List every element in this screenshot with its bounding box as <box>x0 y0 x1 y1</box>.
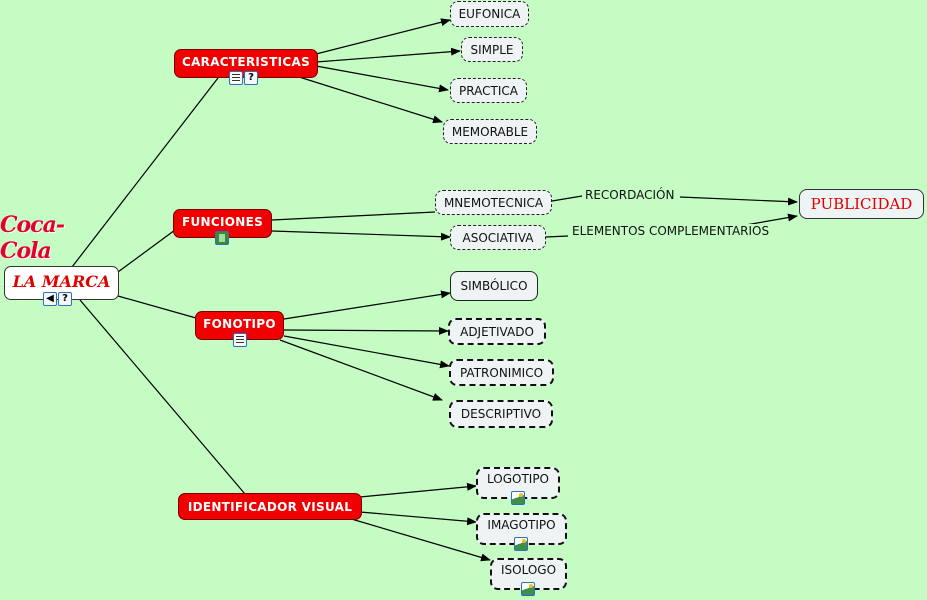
leaf-memorable[interactable]: MEMORABLE <box>443 119 537 144</box>
help-icon[interactable]: ? <box>244 71 258 85</box>
branch-label: FUNCIONES <box>181 214 264 229</box>
branch-label: IDENTIFICADOR VISUAL <box>187 499 353 514</box>
image-icon[interactable] <box>511 491 525 505</box>
leaf-label: MEMORABLE <box>451 124 529 139</box>
leaf-label: LOGOTIPO <box>487 472 549 486</box>
help-icon[interactable]: ? <box>58 292 72 306</box>
document-icon[interactable] <box>233 333 247 347</box>
publicidad-label: PUBLICIDAD <box>810 195 913 213</box>
leaf-mnemotecnica[interactable]: MNEMOTECNICA <box>435 190 552 215</box>
leaf-label: ISOLOGO <box>500 563 557 577</box>
leaf-label: DESCRIPTIVO <box>460 407 542 421</box>
leaf-label: MNEMOTECNICA <box>443 195 544 210</box>
leaf-simbolico[interactable]: SIMBÓLICO <box>450 271 538 301</box>
leaf-label: PATRONIMICO <box>459 365 544 380</box>
link-label-recordacion: RECORDACIÓN <box>583 188 677 202</box>
funciones-icons <box>215 231 229 245</box>
node-publicidad[interactable]: PUBLICIDAD <box>799 189 924 219</box>
leaf-practica[interactable]: PRACTICA <box>450 78 527 103</box>
leaf-eufonica[interactable]: EUFONICA <box>450 1 529 27</box>
leaf-asociativa[interactable]: ASOCIATIVA <box>450 225 546 250</box>
leaf-label: ASOCIATIVA <box>462 230 534 245</box>
leaf-isologo[interactable]: ISOLOGO <box>490 558 567 590</box>
caracteristicas-icons: ? <box>229 71 258 85</box>
link-label-elementos-complementarios: ELEMENTOS COMPLEMENTARIOS <box>570 224 772 238</box>
link-root-fonotipo <box>117 295 197 319</box>
leaf-label: SIMPLE <box>470 42 514 57</box>
branch-identificador-visual[interactable]: IDENTIFICADOR VISUAL <box>178 493 362 520</box>
leaf-label: SIMBÓLICO <box>460 279 528 293</box>
link-root-caracteristicas <box>71 77 219 268</box>
leaf-label: EUFONICA <box>458 7 521 21</box>
leaf-adjetivado[interactable]: ADJETIVADO <box>448 318 546 345</box>
document-icon[interactable] <box>229 71 243 85</box>
video-icon[interactable] <box>215 231 229 245</box>
leaf-label: IMAGOTIPO <box>487 518 556 532</box>
branch-label: FONOTIPO <box>203 316 276 331</box>
link-root-identificador <box>79 299 246 495</box>
leaf-label: PRACTICA <box>459 83 518 98</box>
root-icons: ◀ ? <box>43 292 72 306</box>
image-icon[interactable] <box>521 582 535 596</box>
leaf-label: ADJETIVADO <box>460 324 534 339</box>
image-icon[interactable] <box>514 537 528 551</box>
leaf-descriptivo[interactable]: DESCRIPTIVO <box>449 400 553 428</box>
leaf-imagotipo[interactable]: IMAGOTIPO <box>476 513 567 545</box>
leaf-patronimico[interactable]: PATRONIMICO <box>449 359 554 386</box>
branch-label: CARACTERISTICAS <box>181 54 311 69</box>
link-root-funciones <box>117 229 176 273</box>
audio-icon[interactable]: ◀ <box>43 292 57 306</box>
root-label: LA MARCA <box>12 271 111 291</box>
leaf-simple[interactable]: SIMPLE <box>461 37 523 62</box>
coca-cola-logo-image: Coca-Cola <box>0 212 65 264</box>
fonotipo-icons <box>233 333 247 347</box>
